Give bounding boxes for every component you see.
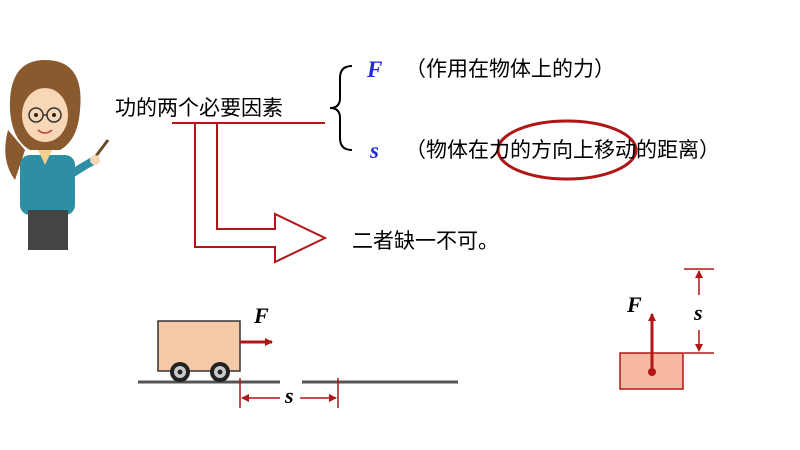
lift-distance-label: s <box>694 300 703 325</box>
force-symbol: F <box>367 57 383 82</box>
bent-arrow <box>194 123 328 264</box>
cart-body <box>157 320 241 372</box>
lift-example <box>619 268 714 390</box>
distance-note-before: （物体在 <box>405 138 489 162</box>
main-label: 功的两个必要因素 <box>115 96 283 120</box>
teacher-figure <box>5 60 110 250</box>
lift-force-label: F <box>627 292 642 317</box>
cart-example <box>138 320 458 408</box>
curly-brace <box>329 65 353 151</box>
cart-force-label: F <box>254 303 269 328</box>
distance-note-after: 移动的距离） <box>594 138 720 162</box>
distance-note-highlight: 力的方向上 <box>489 138 594 162</box>
conclusion-text: 二者缺一不可。 <box>352 229 499 253</box>
wheel-icon <box>170 362 190 382</box>
highlight-ellipse <box>496 119 638 181</box>
distance-note: （物体在力的方向上移动的距离） <box>405 140 720 161</box>
force-note: （作用在物体上的力） <box>405 57 615 81</box>
cart-distance-label: s <box>285 383 294 408</box>
distance-symbol: s <box>370 138 379 163</box>
wheel-icon <box>210 362 230 382</box>
